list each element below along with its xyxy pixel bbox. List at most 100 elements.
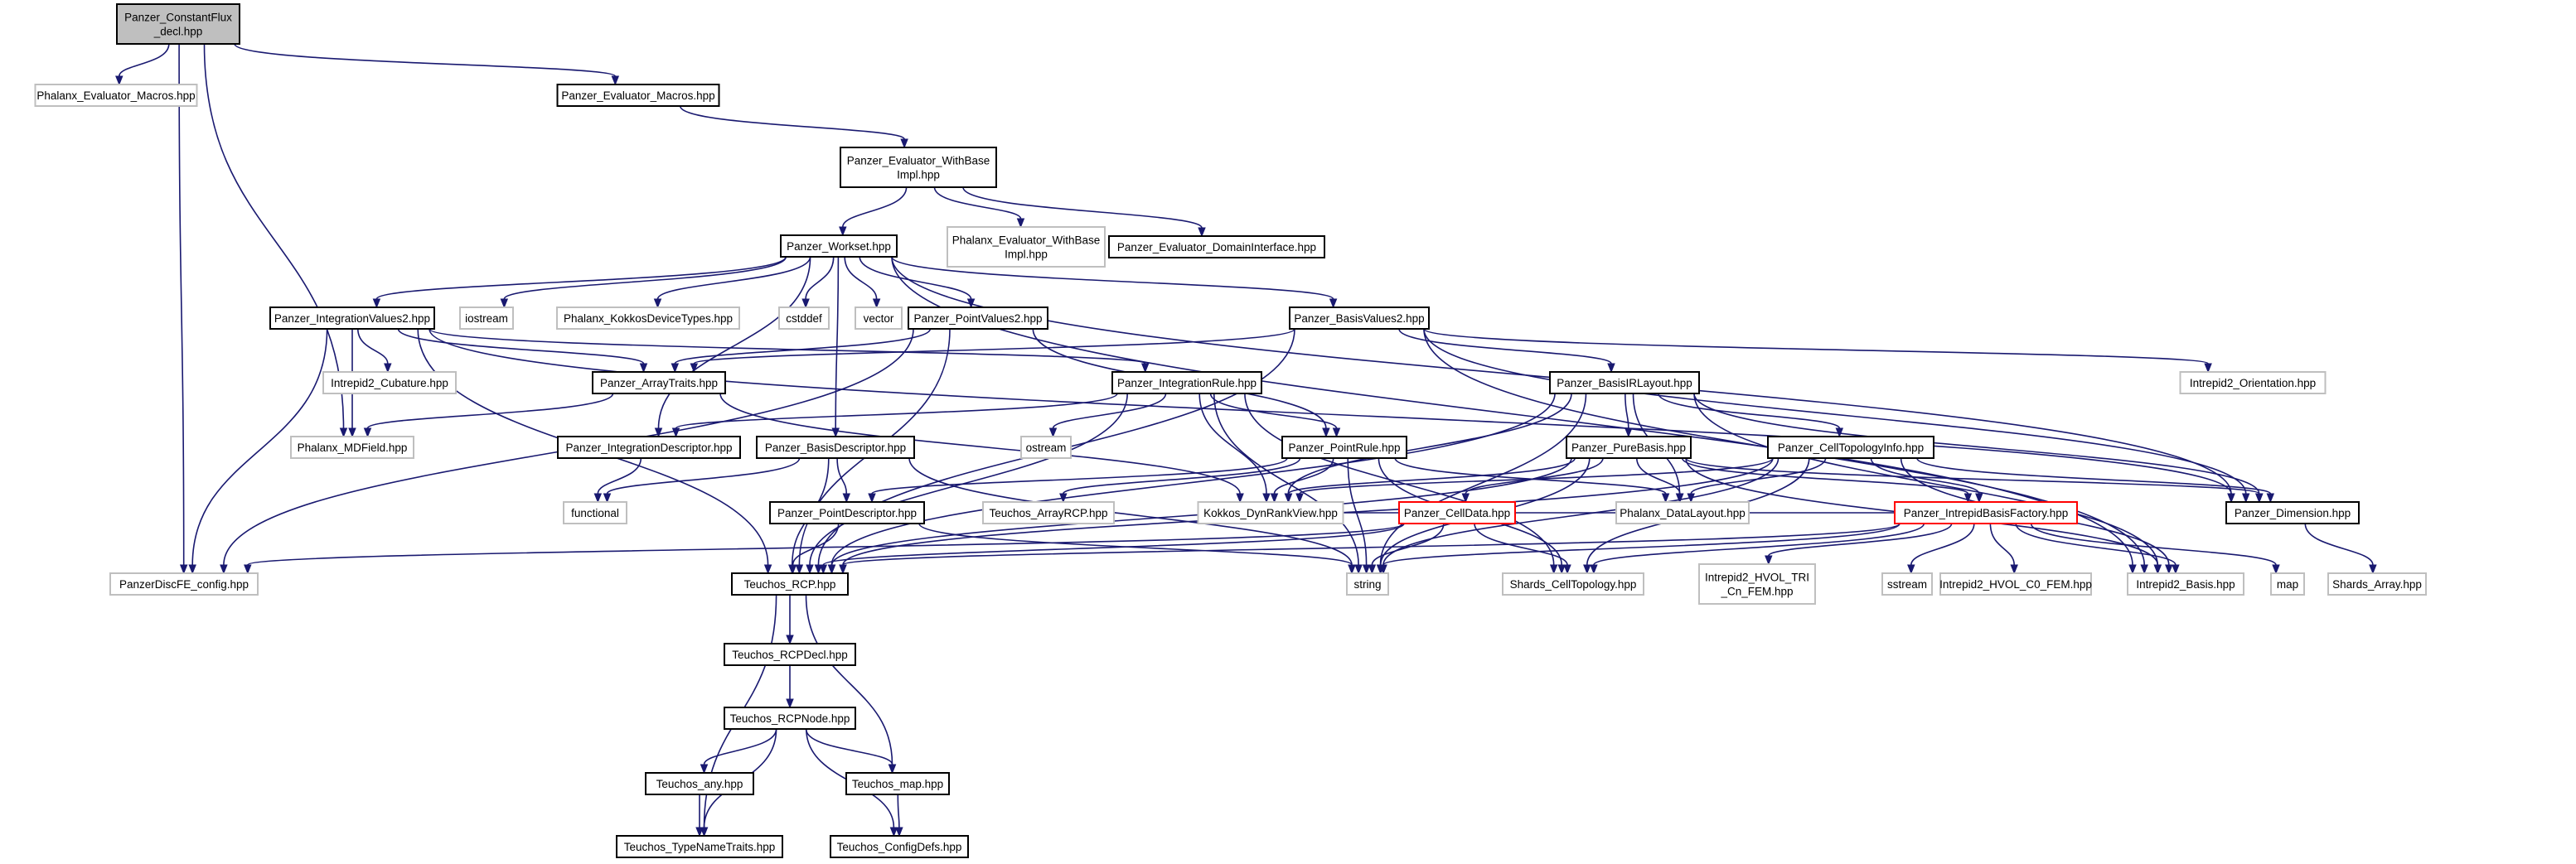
edge-pz-celldata-to-shards-celltopo: [1474, 523, 1571, 575]
node-pz-celldata[interactable]: Panzer_CellData.hpp: [1398, 501, 1516, 524]
node-pz-pointdesc[interactable]: Panzer_PointDescriptor.hpp: [769, 501, 925, 524]
edge-pz-eval-macros-to-pz-eval-withbase: [679, 105, 908, 149]
node-teuchos-typename[interactable]: Teuchos_TypeNameTraits.hpp: [616, 835, 783, 858]
node-label: Phalanx_MDField.hpp: [298, 442, 408, 454]
node-kokkos-dynrank: Kokkos_DynRankView.hpp: [1197, 501, 1344, 524]
node-intrepid-hvol-tri: Intrepid2_HVOL_TRI_Cn_FEM.hpp: [1698, 563, 1816, 605]
node-box: [855, 307, 903, 330]
node-label: Panzer_PointRule.hpp: [1288, 442, 1400, 454]
node-box: [2270, 572, 2305, 596]
edge-root-to-pz-discfe: [178, 43, 188, 575]
node-pz-pointvalues2[interactable]: Panzer_PointValues2.hpp: [908, 307, 1048, 330]
node-intrepid-basis: Intrepid2_Basis.hpp: [2127, 572, 2244, 596]
node-label: Shards_Array.hpp: [2332, 578, 2422, 591]
edge-pz-intrepidbf-to-teuchos-rcp: [839, 523, 1901, 575]
node-teuchos-map[interactable]: Teuchos_map.hpp: [845, 772, 950, 795]
edge-pz-purebasis-to-pz-dimension: [1685, 457, 2264, 504]
node-intrepid-orient: Intrepid2_Orientation.hpp: [2179, 371, 2327, 394]
edge-pz-celldata-to-string: [1368, 523, 1445, 575]
node-teuchos-configdefs[interactable]: Teuchos_ConfigDefs.hpp: [830, 835, 969, 858]
node-pz-basisdesc[interactable]: Panzer_BasisDescriptor.hpp: [756, 436, 915, 459]
edge-pz-intrepidbf-to-string: [1379, 523, 1901, 575]
node-label: string: [1353, 578, 1381, 591]
node-label: PanzerDiscFE_config.hpp: [119, 578, 249, 591]
node-label: Phalanx_Evaluator_WithBase: [952, 234, 1101, 247]
node-pz-arraytraits[interactable]: Panzer_ArrayTraits.hpp: [592, 371, 726, 394]
edge-pz-basisdesc-to-pz-pointdesc: [836, 457, 851, 504]
edge-pz-purebasis-to-kokkos-dynrank: [1284, 457, 1576, 504]
node-pz-eval-macros[interactable]: Panzer_Evaluator_Macros.hpp: [556, 84, 720, 107]
node-pz-basisir[interactable]: Panzer_BasisIRLayout.hpp: [1549, 371, 1700, 394]
node-phx-eval-macros: Phalanx_Evaluator_Macros.hpp: [34, 84, 198, 107]
node-box: [1020, 436, 1072, 459]
node-pz-workset[interactable]: Panzer_Workset.hpp: [780, 234, 898, 258]
node-label: Panzer_IntegrationRule.hpp: [1117, 377, 1257, 389]
edge-pz-eval-withbase-to-pz-workset: [839, 186, 908, 237]
node-box: [1767, 436, 1934, 459]
edge-pz-pointrule-to-pz-pointdesc: [868, 457, 1288, 504]
node-pz-basisvalues2[interactable]: Panzer_BasisValues2.hpp: [1289, 307, 1430, 330]
node-box: [556, 307, 740, 330]
edge-layer: [115, 43, 2377, 837]
node-box: [1881, 572, 1933, 596]
edge-teuchos-any-to-teuchos-typename: [695, 794, 704, 837]
node-label: cstddef: [786, 312, 822, 325]
node-pz-celltopo[interactable]: Panzer_CellTopologyInfo.hpp: [1767, 436, 1934, 459]
node-label: Teuchos_map.hpp: [852, 778, 943, 790]
node-box: [840, 147, 997, 188]
node-box: [1197, 501, 1344, 524]
node-box: [269, 307, 435, 330]
edge-pz-pointdesc-to-string: [918, 523, 1356, 575]
node-box: [756, 436, 915, 459]
edge-pz-purebasis-to-pz-intrepidbf: [1681, 457, 1973, 504]
node-teuchos-rcpdecl[interactable]: Teuchos_RCPDecl.hpp: [724, 643, 856, 666]
node-pz-eval-domain[interactable]: Panzer_Evaluator_DomainInterface.hpp: [1108, 235, 1325, 258]
node-teuchos-rcpnode[interactable]: Teuchos_RCPNode.hpp: [724, 707, 856, 730]
node-label: Panzer_CellData.hpp: [1404, 507, 1510, 519]
node-pz-pointrule[interactable]: Panzer_PointRule.hpp: [1281, 436, 1407, 459]
node-root[interactable]: Panzer_ConstantFlux_decl.hpp: [116, 3, 240, 45]
node-box: [731, 572, 849, 596]
node-teuchos-rcp[interactable]: Teuchos_RCP.hpp: [731, 572, 849, 596]
node-label: Panzer_Evaluator_Macros.hpp: [561, 89, 714, 102]
node-label: Panzer_CellTopologyInfo.hpp: [1778, 442, 1924, 454]
node-pz-intdesc[interactable]: Panzer_IntegrationDescriptor.hpp: [557, 436, 741, 459]
edge-pz-intrepidbf-to-intrepid-basis: [2015, 523, 2180, 575]
node-pz-intvalues2[interactable]: Panzer_IntegrationValues2.hpp: [269, 307, 435, 330]
edge-teuchos-map-to-teuchos-configdefs: [895, 794, 903, 837]
node-box: [109, 572, 259, 596]
edge-teuchos-rcpdecl-to-teuchos-rcpnode: [786, 664, 794, 709]
edge-pz-pointrule-to-teuchos-arrayrcp: [1059, 457, 1301, 504]
node-teuchos-arrayrcp: Teuchos_ArrayRCP.hpp: [982, 501, 1115, 524]
node-box: [982, 501, 1115, 524]
edge-pz-workset-to-cstddef: [801, 256, 835, 309]
edge-pz-celldata-to-teuchos-rcp: [819, 523, 1405, 575]
node-teuchos-any[interactable]: Teuchos_any.hpp: [645, 772, 754, 795]
node-pz-intrule[interactable]: Panzer_IntegrationRule.hpp: [1111, 371, 1262, 394]
edge-pz-intvalues2-to-pz-intrule: [429, 328, 1150, 374]
node-intrepid-hvol-c0: Intrepid2_HVOL_C0_FEM.hpp: [1939, 572, 2092, 596]
edge-pz-pointrule-to-phx-datalayout: [1394, 457, 1670, 504]
edge-teuchos-rcpnode-to-teuchos-map: [805, 728, 897, 775]
edge-pz-workset-to-intrepid-basis: [891, 256, 2137, 575]
node-box: [1111, 371, 1262, 394]
node-pz-dimension[interactable]: Panzer_Dimension.hpp: [2225, 501, 2360, 524]
node-pz-intrepidbf[interactable]: Panzer_IntrepidBasisFactory.hpp: [1894, 501, 2078, 524]
node-box: [830, 835, 969, 858]
edge-pz-intrepidbf-to-intrepid-hvol-c0: [1989, 523, 2018, 575]
node-label: Teuchos_any.hpp: [656, 778, 743, 790]
edge-pz-workset-to-phx-kokkos: [653, 256, 811, 309]
node-label: Teuchos_ArrayRCP.hpp: [989, 507, 1107, 519]
edge-pz-purebasis-to-pz-celldata: [1461, 457, 1604, 504]
node-label: Panzer_Evaluator_DomainInterface.hpp: [1117, 241, 1316, 253]
node-box: [1549, 371, 1700, 394]
edge-pz-basisdesc-to-functional: [603, 457, 801, 504]
edge-pz-workset-to-vector: [844, 256, 881, 309]
node-pz-purebasis[interactable]: Panzer_PureBasis.hpp: [1566, 436, 1692, 459]
node-box: [557, 436, 741, 459]
edge-pz-intrepidbf-to-intrepid-hvol-tri: [1765, 523, 1953, 566]
node-label: Panzer_BasisValues2.hpp: [1294, 312, 1424, 325]
edge-pz-intrule-to-string: [1213, 393, 1363, 575]
